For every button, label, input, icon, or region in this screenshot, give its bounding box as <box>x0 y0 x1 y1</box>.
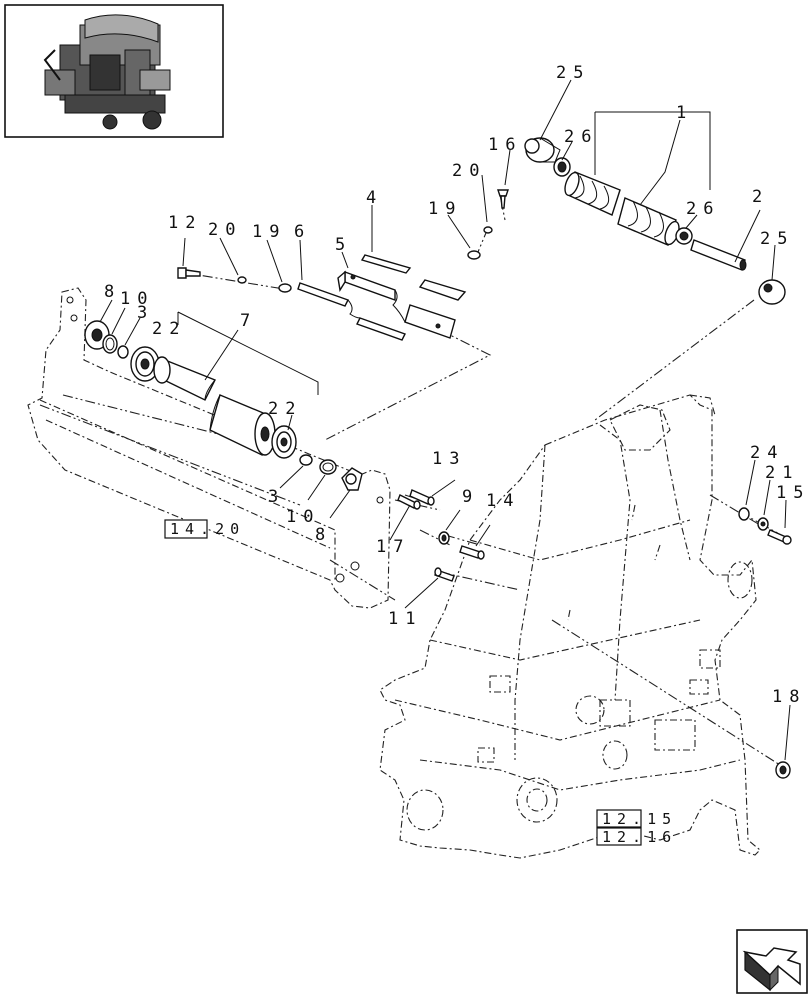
callout-20-left: 20 <box>208 220 242 240</box>
svg-text:14.20: 14.20 <box>170 520 245 538</box>
callout-22-right: 22 <box>268 399 302 419</box>
washer-19-left[interactable] <box>278 283 292 293</box>
ring-10-left[interactable] <box>102 334 118 354</box>
callout-13: 13 <box>432 449 466 469</box>
callout-26-right: 26 <box>686 199 720 219</box>
bearing-22-left[interactable] <box>130 346 160 382</box>
callout-12: 12 <box>168 213 202 233</box>
callout-10-left: 10 <box>120 289 154 309</box>
scraper-mount-5[interactable] <box>337 270 456 339</box>
lower-roller[interactable] <box>153 356 276 457</box>
shaft[interactable] <box>690 239 747 271</box>
ring-10-right[interactable] <box>319 459 337 475</box>
callout-22-left: 22 <box>152 319 186 339</box>
callout-8-left: 8 <box>104 282 121 302</box>
svg-text:12.16: 12.16 <box>602 828 677 846</box>
washer-20-upper[interactable] <box>483 226 493 234</box>
callout-15: 15 <box>776 483 810 503</box>
callout-25-top: 25 <box>556 63 590 83</box>
bolt-14[interactable] <box>459 545 485 560</box>
callout-7: 7 <box>240 311 257 331</box>
ref-box-12-16[interactable]: 12.16 <box>596 827 677 846</box>
scraper-strip-6[interactable] <box>297 282 406 341</box>
callout-21: 21 <box>765 463 799 483</box>
callout-10-right: 10 <box>286 507 320 527</box>
main-frame <box>379 394 761 859</box>
bolt-17[interactable] <box>397 494 421 510</box>
callout-19-left: 19 <box>252 222 286 242</box>
bolt-13[interactable] <box>409 489 435 506</box>
bushing-upper-left[interactable] <box>553 157 571 177</box>
washer-19-upper[interactable] <box>467 250 481 260</box>
bolt-16[interactable] <box>497 189 509 209</box>
bolt-11[interactable] <box>434 567 455 582</box>
bolt-15[interactable] <box>767 529 792 545</box>
callout-25-right: 25 <box>760 229 794 249</box>
callout-5: 5 <box>335 235 352 255</box>
end-cap-upper-right[interactable] <box>758 279 786 305</box>
flange-plate-8-right[interactable] <box>341 467 363 491</box>
callout-labels: 25 1 26 16 20 26 2 4 19 25 12 20 19 6 5 … <box>104 63 810 707</box>
callout-3-left: 3 <box>137 303 154 323</box>
end-cap-upper-left[interactable] <box>524 137 561 163</box>
callout-9: 9 <box>462 487 479 507</box>
baler-thumbnail[interactable] <box>4 4 224 138</box>
scraper-blade-4[interactable] <box>360 254 467 301</box>
callout-11: 11 <box>388 609 422 629</box>
callout-14: 14 <box>486 491 520 511</box>
callout-16: 16 <box>488 135 522 155</box>
washer-20-left[interactable] <box>237 276 247 284</box>
callout-2: 2 <box>752 187 769 207</box>
washer-21[interactable] <box>757 517 769 531</box>
callout-20-upper: 20 <box>452 161 486 181</box>
callout-17: 17 <box>376 537 410 557</box>
left-side-frame <box>27 287 391 609</box>
bolt-12[interactable] <box>177 267 201 279</box>
callout-4: 4 <box>366 188 383 208</box>
callout-6: 6 <box>294 222 311 242</box>
callout-26-left: 26 <box>564 127 598 147</box>
bushing-upper-right[interactable] <box>675 227 693 245</box>
callout-8-right: 8 <box>315 525 332 545</box>
nut-9[interactable] <box>438 531 450 545</box>
callout-18: 18 <box>772 687 806 707</box>
callout-24: 24 <box>750 443 784 463</box>
callout-3-right: 3 <box>268 487 285 507</box>
washer-24[interactable] <box>738 507 750 521</box>
bearing-22-right[interactable] <box>271 425 297 459</box>
assembly-guide-lines <box>39 194 791 766</box>
ref-box-14-20[interactable]: 14.20 <box>164 519 245 539</box>
washer-3-left[interactable] <box>117 345 129 359</box>
svg-text:12.15: 12.15 <box>602 810 677 828</box>
page-navigation-arrow-icon[interactable] <box>736 929 808 994</box>
upper-roller[interactable] <box>562 171 681 247</box>
callout-1: 1 <box>676 103 693 123</box>
callout-19-upper: 19 <box>428 199 462 219</box>
washer-3-right[interactable] <box>299 454 313 466</box>
ref-box-12-15[interactable]: 12.15 <box>596 809 677 828</box>
leader-lines <box>99 79 791 761</box>
nut-18[interactable] <box>775 761 791 779</box>
